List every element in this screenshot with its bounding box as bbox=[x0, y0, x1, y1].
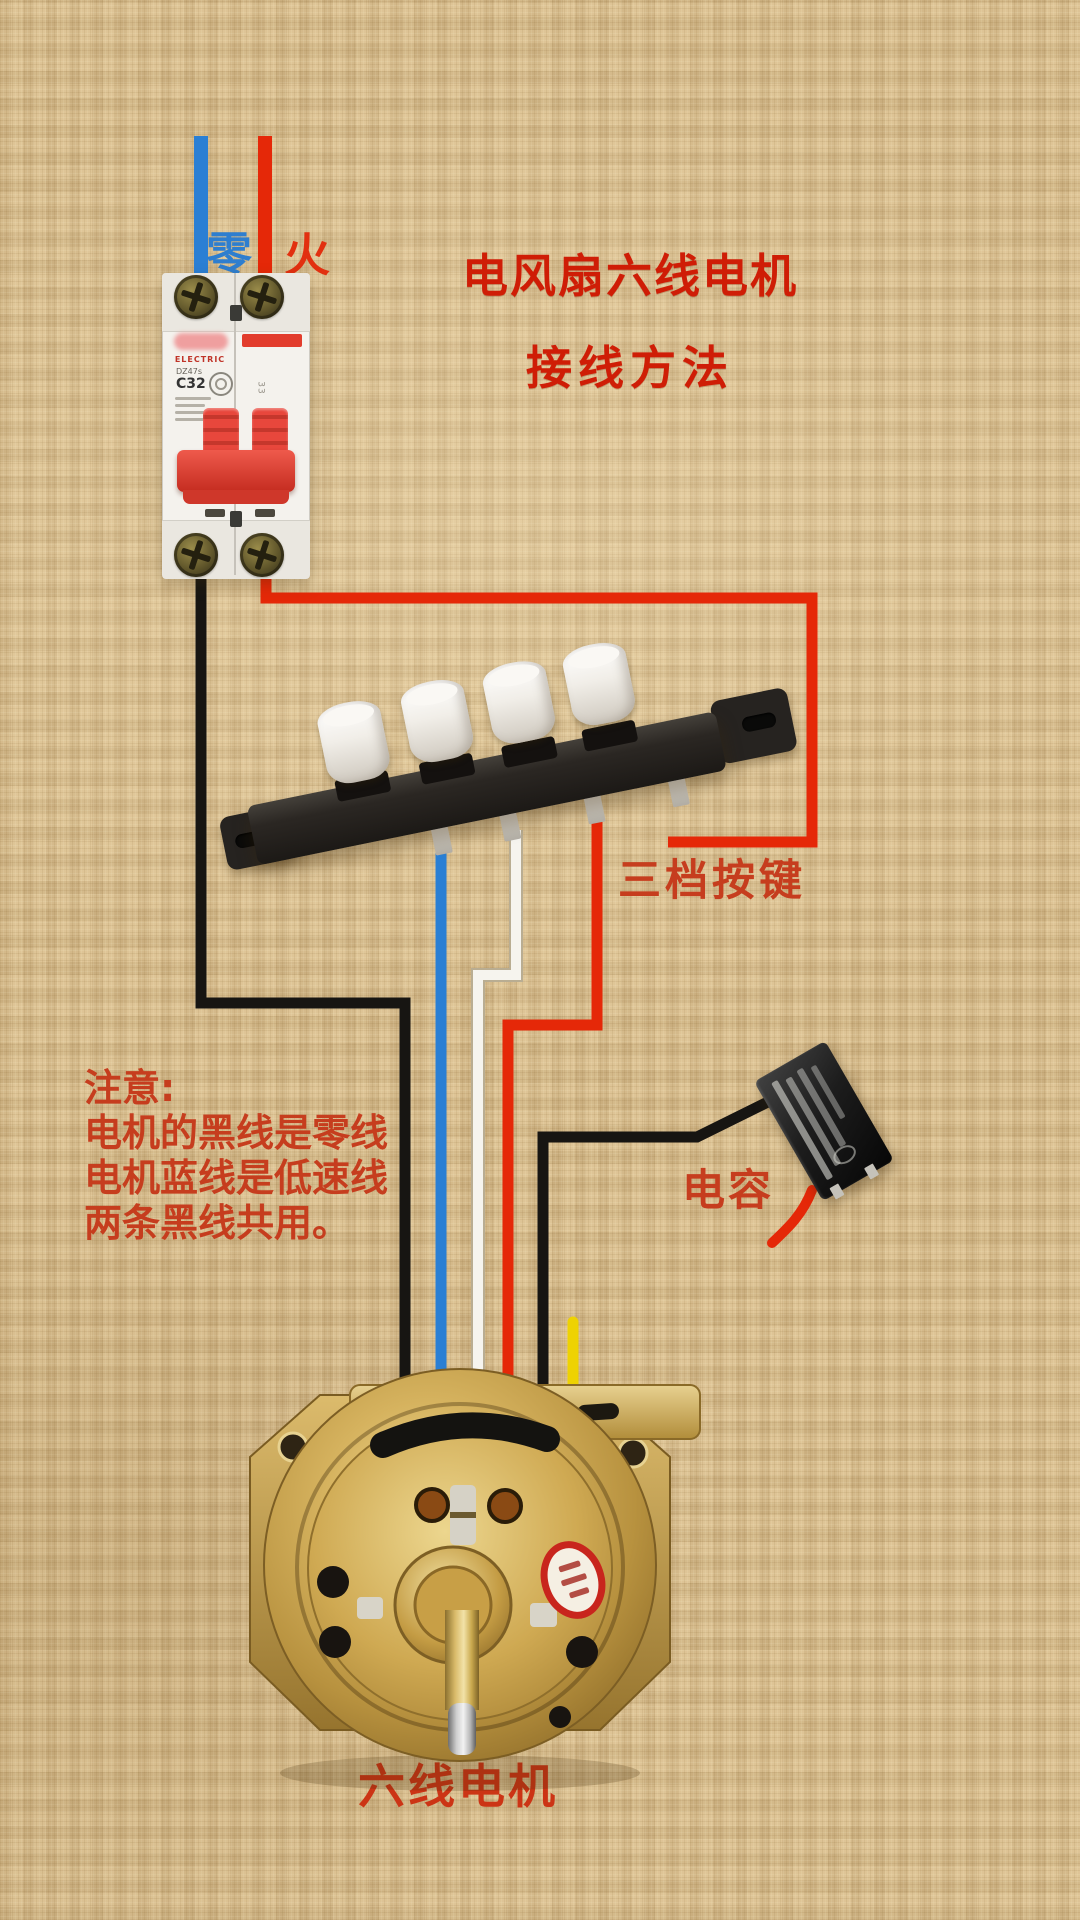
title-line-2: 接线方法 bbox=[526, 341, 734, 395]
motor-winding-hole bbox=[414, 1487, 450, 1523]
motor-hole bbox=[549, 1706, 571, 1728]
breaker-spec-line bbox=[175, 397, 211, 400]
breaker-bottom-clip bbox=[230, 511, 242, 527]
breaker-spec-line bbox=[175, 404, 205, 407]
wire-capacitor-red-stub bbox=[767, 1185, 817, 1248]
wire-switch-high-speed-red bbox=[502, 822, 603, 1400]
switch-body-bar bbox=[246, 711, 727, 866]
breaker-terminal-screw-top-right bbox=[240, 275, 284, 319]
capacitor-label: 电容 bbox=[682, 1166, 774, 1216]
motor-shaft bbox=[445, 1610, 479, 1710]
capacitor-terminal bbox=[829, 1183, 845, 1200]
title-line-1: 电风扇六线电机 bbox=[462, 249, 798, 303]
switch-mount-slot-right bbox=[740, 711, 778, 733]
breaker-vent-slot bbox=[255, 509, 275, 517]
neutral-wire-label: 零 bbox=[206, 227, 252, 281]
wire-capacitor-black bbox=[537, 1087, 791, 1400]
motor-shadow bbox=[280, 1755, 640, 1791]
wire-breaker-live-red bbox=[260, 552, 818, 848]
motor-hole bbox=[319, 1626, 351, 1658]
switch-button-4 bbox=[559, 638, 639, 730]
breaker-vent-slot bbox=[205, 509, 225, 517]
note-block: 注意: 电机的黑线是零线 电机蓝线是低速线 两条黑线共用。 bbox=[84, 1066, 444, 1246]
breaker-top-clip bbox=[230, 305, 242, 321]
switch-button-3 bbox=[479, 656, 559, 748]
circuit-breaker: ELECTRIC DZ47s C32 33 bbox=[162, 273, 310, 579]
motor-vent-arc bbox=[370, 1412, 560, 1458]
breaker-rating-text: C32 bbox=[176, 376, 206, 392]
breaker-terminal-screw-bottom-right bbox=[240, 533, 284, 577]
motor-hole bbox=[566, 1636, 598, 1668]
three-speed-button-switch bbox=[218, 638, 799, 904]
switch-button-1 bbox=[314, 696, 394, 788]
breaker-toggle-lever-right bbox=[252, 408, 288, 454]
breaker-toggle-bar-lip bbox=[183, 490, 289, 504]
motor-slot-silver bbox=[530, 1603, 557, 1627]
note-line: 电机蓝线是低速线 bbox=[84, 1156, 389, 1200]
breaker-toggle-lever-left bbox=[203, 408, 239, 454]
motor-shaft-tip bbox=[448, 1703, 476, 1755]
motor-slot-silver bbox=[357, 1597, 383, 1619]
poster-title: 电风扇六线电机 接线方法 bbox=[400, 240, 860, 398]
motor-sticker-text-line bbox=[558, 1560, 581, 1573]
breaker-spec-line bbox=[175, 411, 215, 414]
breaker-red-stripe bbox=[242, 334, 302, 347]
motor-slot-divider bbox=[450, 1512, 476, 1518]
breaker-model-text: DZ47s bbox=[176, 367, 202, 376]
breaker-certification-icon bbox=[209, 372, 233, 396]
note-line: 电机的黑线是零线 bbox=[84, 1111, 389, 1155]
breaker-brand-text: ELECTRIC bbox=[174, 355, 226, 364]
motor-hole bbox=[317, 1566, 349, 1598]
fan-capacitor bbox=[745, 1040, 915, 1220]
breaker-logo-blur bbox=[174, 333, 228, 350]
capacitor-body bbox=[753, 1040, 895, 1202]
breaker-terminal-screw-bottom-left bbox=[174, 533, 218, 577]
note-heading: 注意: bbox=[84, 1066, 176, 1110]
switch-rotated-assembly bbox=[212, 603, 799, 954]
six-wire-motor bbox=[249, 1368, 701, 1791]
motor-label: 六线电机 bbox=[358, 1748, 558, 1817]
motor-sticker-text-line bbox=[569, 1587, 590, 1599]
motor-winding-hole bbox=[487, 1488, 523, 1524]
breaker-pole-mark: 33 bbox=[255, 381, 266, 395]
breaker-terminal-screw-top-left bbox=[174, 275, 218, 319]
capacitor-terminal bbox=[864, 1163, 880, 1180]
note-line: 两条黑线共用。 bbox=[84, 1201, 351, 1245]
breaker-toggle-bar bbox=[177, 450, 295, 492]
switch-button-2 bbox=[397, 675, 477, 767]
motor-sticker-text-line bbox=[561, 1573, 587, 1587]
wire-breaker-neutral-black bbox=[195, 552, 411, 1400]
wire-switch-mid-speed-white bbox=[473, 830, 521, 1400]
breaker-spec-line bbox=[175, 418, 209, 421]
switch-label: 三档按键 bbox=[618, 856, 806, 906]
capacitor-rotated-assembly bbox=[753, 1040, 895, 1202]
